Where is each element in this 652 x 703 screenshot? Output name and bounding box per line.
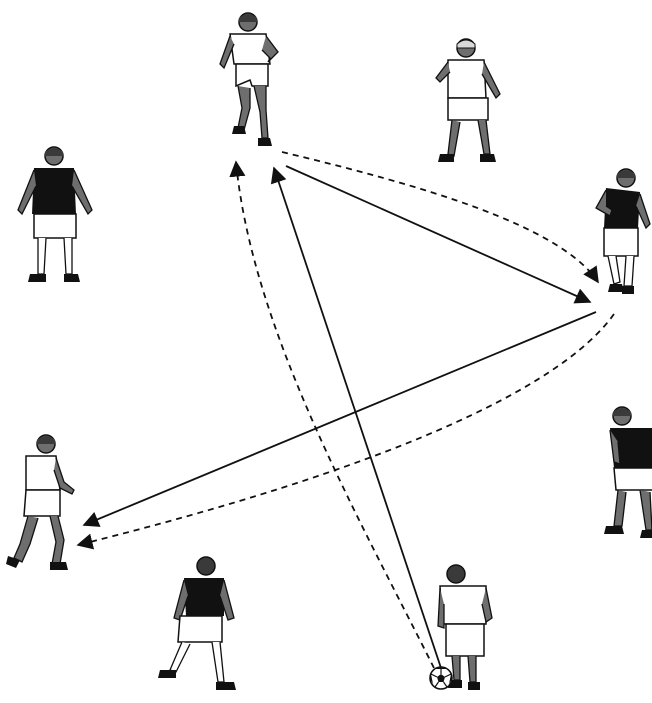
player-figure-icon <box>220 13 278 146</box>
run-line-p4-to-p2 <box>78 314 614 545</box>
pass-lines <box>84 166 596 668</box>
player-figure-icon <box>436 39 500 162</box>
player-figure-icon <box>158 557 236 690</box>
player-figure-icon <box>604 407 652 538</box>
run-line-p1-to-p3 <box>236 162 434 668</box>
player-figure-icon <box>18 147 92 282</box>
player-figure-icon <box>6 435 74 570</box>
pass-line-p3-to-p4 <box>286 166 590 302</box>
run-line-p3-to-p4 <box>282 152 598 282</box>
pass-line-p1-to-p3 <box>274 168 441 668</box>
pass-line-p4-to-p2 <box>84 312 596 525</box>
player-figure-icon <box>596 169 650 294</box>
run-lines <box>78 152 614 668</box>
soccer-ball-icon <box>430 667 452 689</box>
